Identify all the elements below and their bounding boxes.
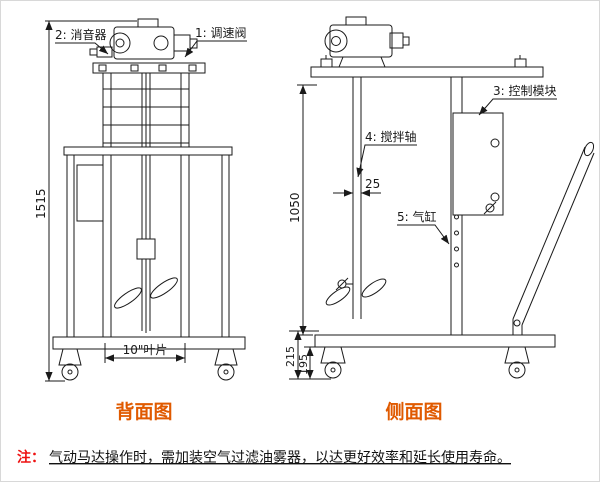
back-view-caption: 背面图	[115, 400, 172, 423]
note-text: 气动马达操作时，需加装空气过滤油雾器，以达更好效率和延长使用寿命。	[49, 449, 511, 466]
dim-195-label: 195	[297, 354, 310, 375]
motor-assembly-side	[324, 16, 410, 68]
guide-tower-back	[102, 73, 190, 337]
caster-fork-right	[504, 346, 530, 364]
wheel-left	[61, 363, 79, 381]
side-box-back	[76, 164, 104, 222]
side-view-caption: 侧面图	[385, 401, 442, 423]
side-view	[289, 16, 595, 380]
muffler-part	[96, 46, 113, 58]
wheel-left	[324, 361, 342, 379]
dim-195	[289, 346, 331, 380]
caster-fork-right	[214, 348, 238, 366]
speed-valve-part	[173, 34, 191, 52]
impeller-side	[325, 278, 387, 306]
leader-mixing-shaft	[356, 144, 417, 178]
back-view	[45, 18, 247, 382]
wheel-right	[217, 363, 235, 381]
shaft-coupler	[136, 238, 156, 260]
callout-air-cylinder-label: 5: 气缸	[397, 209, 437, 224]
control-module-part	[452, 112, 504, 216]
stand-frame-back	[63, 146, 233, 337]
dim-215	[289, 330, 319, 379]
dim-total-height	[45, 20, 137, 382]
leader-control-module	[478, 98, 557, 116]
caster-fork-left	[320, 346, 346, 364]
caster-fork-left	[58, 348, 82, 366]
wheel-right	[508, 361, 526, 379]
note-prefix: 注：	[17, 449, 45, 466]
top-plate-side	[310, 55, 544, 78]
base-back	[52, 336, 246, 381]
leader-speed-valve	[184, 40, 247, 58]
dim-shaft-25-label: 25	[365, 177, 380, 191]
leader-air-cylinder	[397, 224, 450, 245]
dim-blade-label: 10"叶片	[123, 343, 168, 357]
dim-height-1050-label: 1050	[288, 192, 302, 223]
mixing-shaft-part	[352, 77, 362, 319]
dim-total-height-label: 1515	[34, 188, 48, 219]
callout-control-module-label: 3: 控制模块	[493, 84, 557, 98]
callout-speed-valve-label: 1: 调速阀	[195, 26, 247, 40]
dim-215-label: 215	[284, 346, 297, 367]
base-side	[314, 334, 556, 379]
dim-blade	[104, 343, 186, 363]
mount-plate-back	[92, 62, 206, 74]
callout-mixing-shaft-label: 4: 搅拌轴	[365, 129, 417, 144]
impeller-back	[114, 277, 178, 309]
callout-muffler-label: 2: 消音器	[55, 27, 107, 42]
handle-lever	[512, 141, 595, 335]
leader-muffler	[55, 42, 109, 55]
